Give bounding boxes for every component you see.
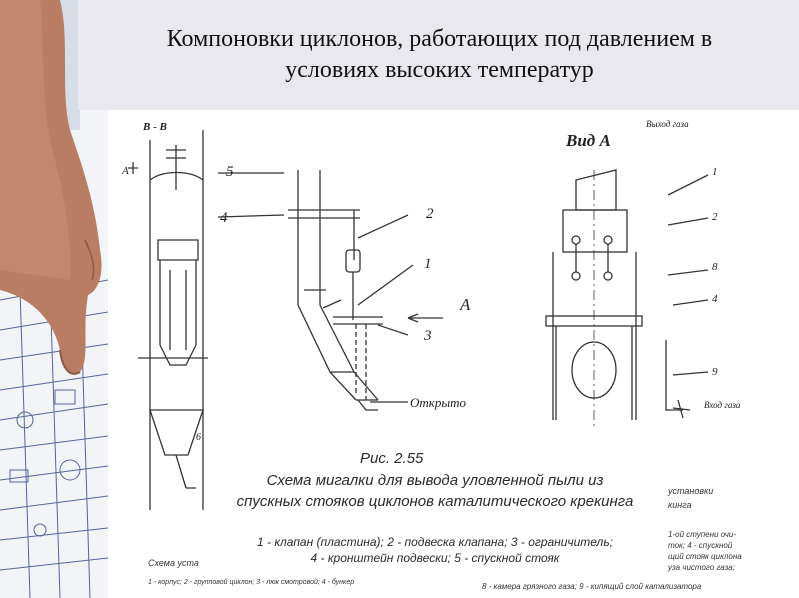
callout-1: 1 xyxy=(424,256,432,272)
title-line-1: Компоновки циклонов, работающих под давл… xyxy=(166,26,713,52)
callout-2: 2 xyxy=(426,206,434,222)
callout-3: 3 xyxy=(423,328,432,344)
far-callout-2: 2 xyxy=(712,211,718,223)
far-callout-4: 4 xyxy=(712,293,718,305)
far-right-caption: установки xyxy=(668,486,714,496)
technical-drawing-scan: B - B A 6 5 4 2 1 3 A Открыто Вид А Выхо… xyxy=(108,110,799,598)
title-band xyxy=(78,0,799,110)
figure-number: Рис. 2.55 xyxy=(360,450,424,467)
far-right-drawing xyxy=(665,174,709,419)
callout-4: 4 xyxy=(220,210,228,226)
figure-caption-line-1: Схема мигалки для вывода уловленной пыли… xyxy=(266,472,604,489)
section-label: B - B xyxy=(142,121,167,133)
far-callout-9: 9 xyxy=(712,366,718,378)
middle-flap-drawing xyxy=(217,170,443,411)
gas-outlet-label: Выход газа xyxy=(646,119,689,129)
view-a-drawing xyxy=(545,169,643,430)
far-right-legend-4: уза чистого газа; xyxy=(668,563,735,572)
left-caption: Схема уста xyxy=(148,558,199,568)
far-right-legend-bottom: 8 - камера грязного газа; 9 - кипящий сл… xyxy=(482,582,702,591)
far-right-legend-1: 1-ой ступени очи- xyxy=(668,530,736,539)
slide-title: Компоновки циклонов, работающих под давл… xyxy=(80,24,799,86)
figure-legend-line-2: 4 - кронштейн подвески; 5 - спускной сто… xyxy=(310,551,560,565)
view-arrow-label: A xyxy=(459,295,471,314)
figure-caption-line-2: спускных стояков циклонов каталитическог… xyxy=(236,493,634,510)
far-callout-1: 1 xyxy=(712,166,718,178)
left-dim-label: 6 xyxy=(196,432,201,443)
left-legend: 1 - корпус; 2 - групповой циклон; 3 - лю… xyxy=(148,579,355,586)
far-callout-8: 8 xyxy=(712,261,718,273)
open-label: Открыто xyxy=(410,395,467,410)
far-right-caption-2: кинга xyxy=(668,500,692,510)
left-cyclone-drawing xyxy=(128,130,208,510)
title-line-2: условиях высоких температур xyxy=(285,57,594,83)
figure-legend-line-1: 1 - клапан (пластина); 2 - подвеска клап… xyxy=(257,535,613,549)
left-arrow-label: A xyxy=(121,165,129,177)
far-right-legend-3: щий стояк циклона xyxy=(668,552,742,561)
far-right-legend-2: ток; 4 - спускной xyxy=(668,541,733,550)
callout-5: 5 xyxy=(226,164,234,180)
gas-inlet-label: Вход газа xyxy=(704,400,741,410)
view-a-label: Вид А xyxy=(565,131,611,150)
